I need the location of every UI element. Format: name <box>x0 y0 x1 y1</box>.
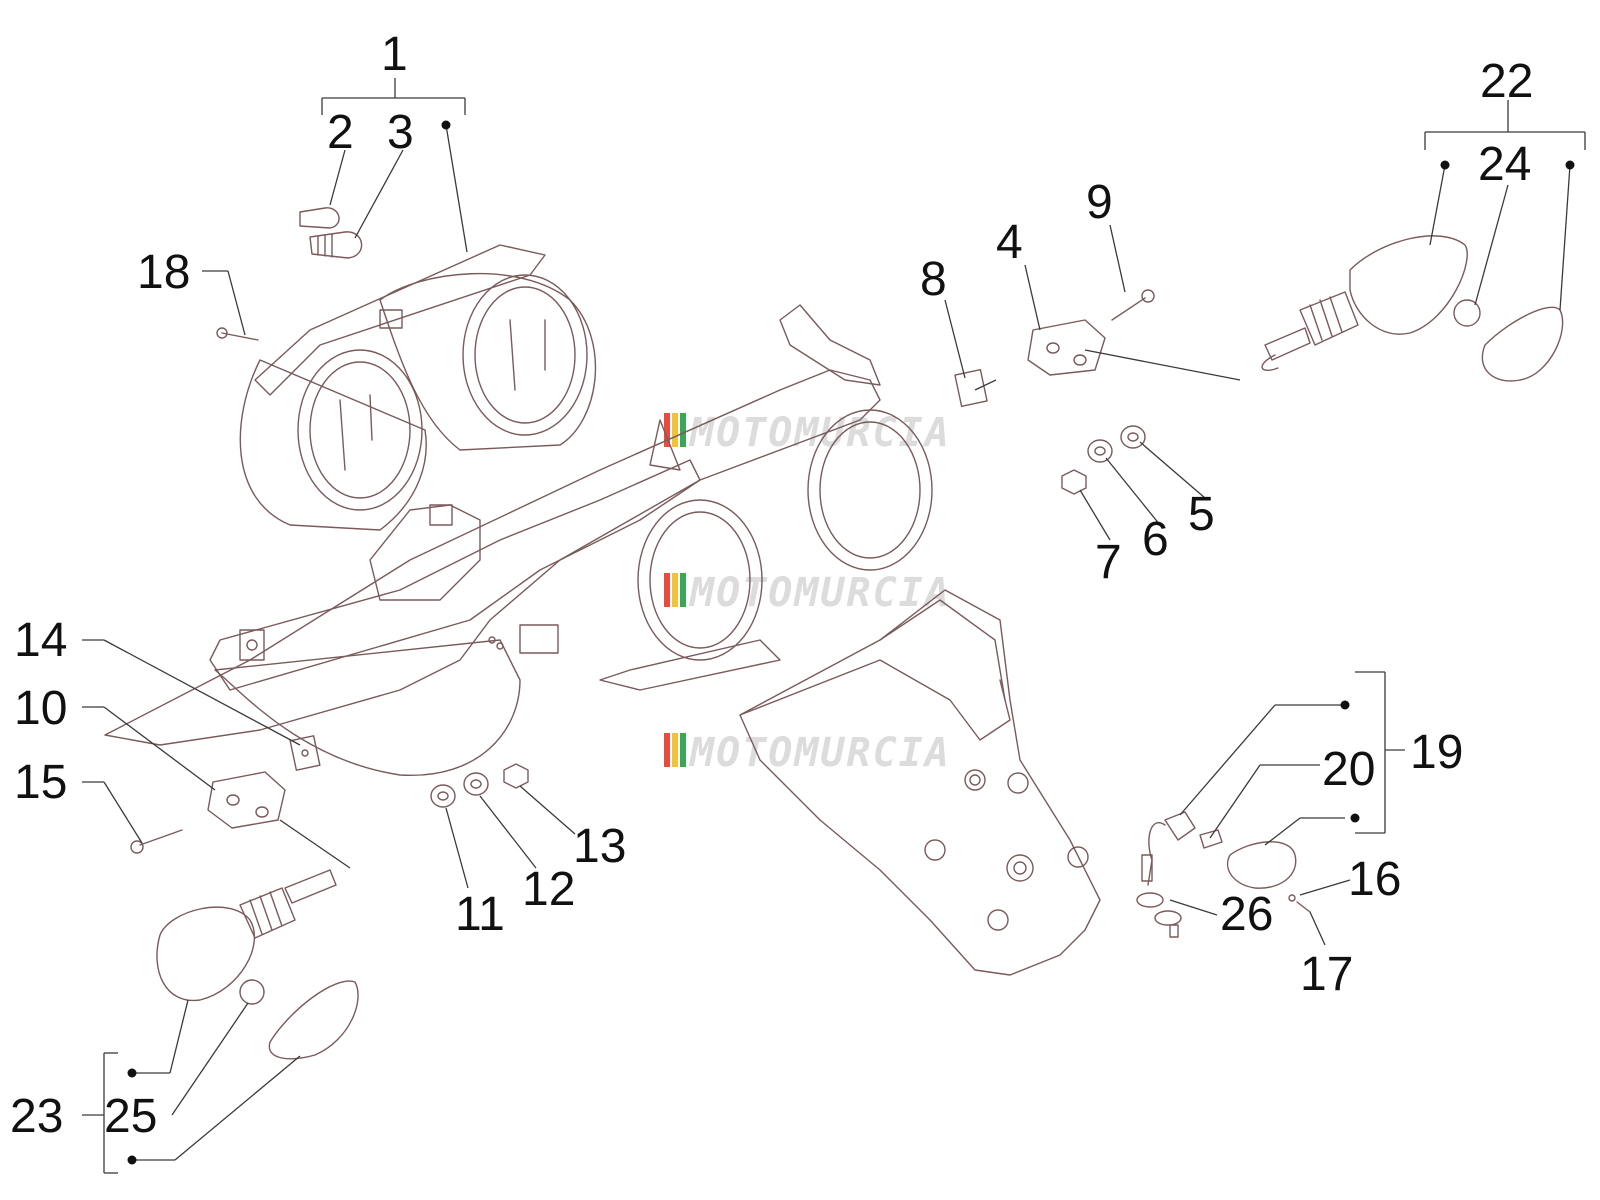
watermark-middle: MOTOMURCIA <box>664 570 951 616</box>
label-26: 26 <box>1220 888 1273 941</box>
cable-clips-26 <box>1136 892 1182 938</box>
license-plate-holder <box>739 589 1101 976</box>
label-16: 16 <box>1348 853 1401 906</box>
label-12: 12 <box>522 863 575 916</box>
watermark-top: MOTOMURCIA <box>664 410 951 456</box>
label-25: 25 <box>104 1090 157 1143</box>
watermark-text-bottom: MOTOMURCIA <box>688 730 951 776</box>
label-3: 3 <box>387 106 414 159</box>
screw-17 <box>1296 901 1311 913</box>
watermark-text-top: MOTOMURCIA <box>688 410 951 456</box>
label-8: 8 <box>920 253 947 306</box>
lens-left <box>268 980 359 1060</box>
indicator-right-22 <box>1261 235 1468 372</box>
rear-body-frame <box>104 304 933 776</box>
washer-11 <box>430 784 456 808</box>
washer-12 <box>463 772 489 796</box>
bulb-24 <box>1453 299 1481 327</box>
label-19: 19 <box>1410 726 1463 779</box>
label-10: 10 <box>14 682 67 735</box>
bulb-25 <box>239 979 265 1005</box>
bulb-20 <box>1199 829 1223 849</box>
screw-15 <box>130 829 183 854</box>
screw-18 <box>216 327 259 341</box>
license-lamp-holder-19 <box>1141 811 1196 886</box>
label-9: 9 <box>1086 176 1113 229</box>
bulb-small-2 <box>299 207 340 229</box>
leader-lines <box>82 78 1586 1174</box>
indicator-left-23 <box>156 869 337 1002</box>
label-13: 13 <box>573 820 626 873</box>
headlight-assembly <box>239 244 597 531</box>
nut-7 <box>1061 469 1087 495</box>
lamp-lens-16 <box>1227 841 1297 902</box>
clip-8 <box>954 368 988 408</box>
bracket-4 <box>1027 319 1106 376</box>
label-14: 14 <box>14 614 67 667</box>
washer-5 <box>1120 425 1146 449</box>
label-17: 17 <box>1300 948 1353 1001</box>
label-24: 24 <box>1478 138 1531 191</box>
label-5: 5 <box>1188 488 1215 541</box>
label-2: 2 <box>327 106 354 159</box>
screw-9 <box>1111 289 1155 321</box>
washer-6 <box>1087 439 1113 463</box>
watermark-text-middle: MOTOMURCIA <box>688 570 951 616</box>
label-20: 20 <box>1322 743 1375 796</box>
label-18: 18 <box>137 246 190 299</box>
label-1: 1 <box>381 28 408 81</box>
label-4: 4 <box>996 216 1023 269</box>
nut-13 <box>503 763 529 789</box>
clip-14 <box>289 735 321 771</box>
label-15: 15 <box>14 756 67 809</box>
label-23: 23 <box>10 1090 63 1143</box>
watermark-bottom: MOTOMURCIA <box>664 730 951 776</box>
bulb-3 <box>309 231 363 259</box>
label-6: 6 <box>1142 513 1169 566</box>
label-7: 7 <box>1095 536 1122 589</box>
bracket-10 <box>207 771 286 829</box>
label-22: 22 <box>1480 55 1533 108</box>
lens-right <box>1481 306 1564 382</box>
label-11: 11 <box>455 888 505 941</box>
bullet-dots <box>127 120 1575 1165</box>
part-labels: 1 2 3 18 22 24 9 4 8 5 6 7 14 10 15 11 1… <box>10 28 1533 1143</box>
